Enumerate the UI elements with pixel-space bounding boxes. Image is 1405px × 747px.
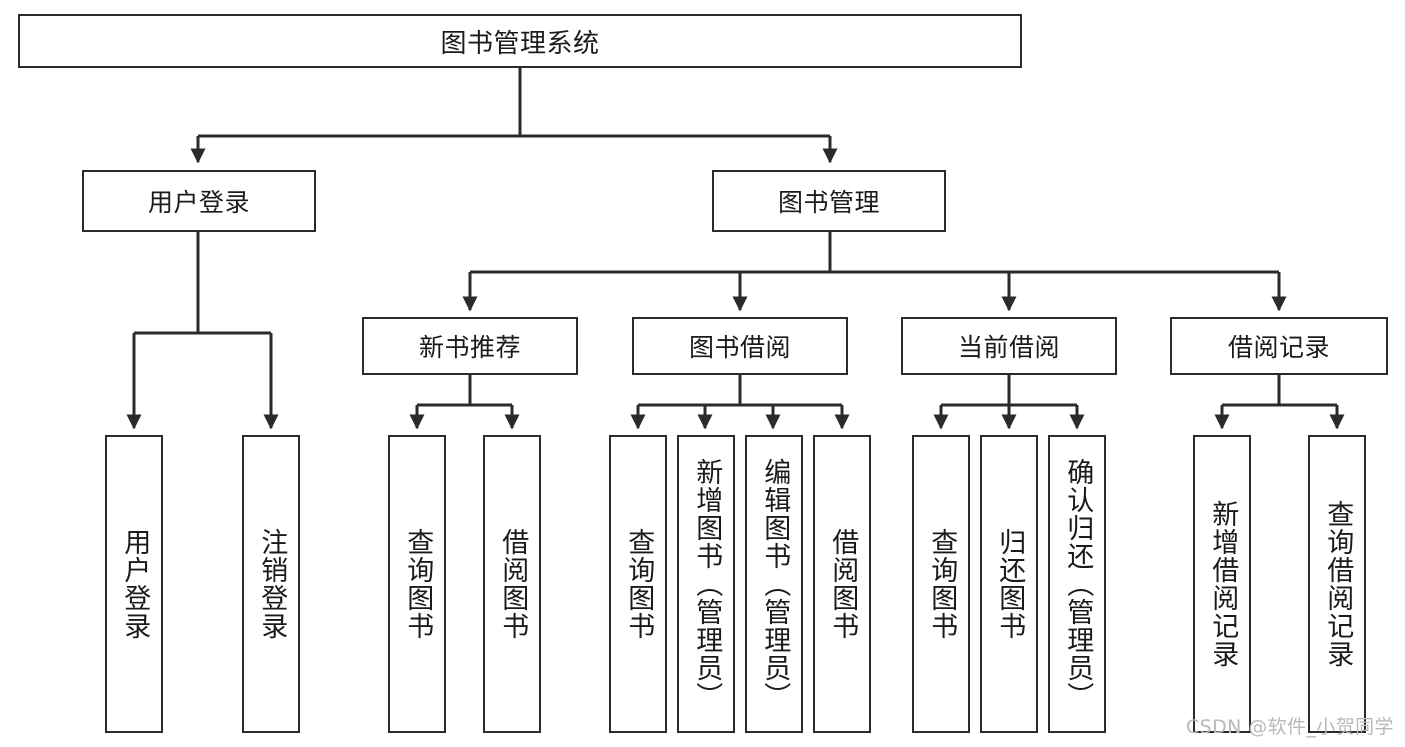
node-new-book-recommend-label: 新书推荐 <box>418 333 521 362</box>
node-root-label: 图书管理系统 <box>440 28 600 59</box>
leaf-user-login-label: 用户登录 <box>119 528 151 640</box>
leaf-add-record[interactable]: 新增借阅记录 <box>1193 435 1251 733</box>
leaf-add-record-label: 新增借阅记录 <box>1207 500 1239 668</box>
leaf-logout-label: 注销登录 <box>256 528 288 640</box>
leaf-query-book-3[interactable]: 查询图书 <box>912 435 970 733</box>
leaf-query-book-1-label: 查询图书 <box>402 528 434 640</box>
leaf-query-book-3-label: 查询图书 <box>926 528 958 640</box>
node-book-manage-label: 图书管理 <box>777 188 880 217</box>
leaf-logout[interactable]: 注销登录 <box>242 435 300 733</box>
node-borrow-record-label: 借阅记录 <box>1227 333 1330 362</box>
leaf-borrow-book-2-label: 借阅图书 <box>827 528 859 640</box>
leaf-query-record[interactable]: 查询借阅记录 <box>1308 435 1366 733</box>
leaf-borrow-book-1-label: 借阅图书 <box>497 528 529 640</box>
watermark: CSDN @软件_小贺同学 <box>1186 716 1394 738</box>
leaf-borrow-book-1[interactable]: 借阅图书 <box>483 435 541 733</box>
node-user-login-label: 用户登录 <box>147 188 250 217</box>
leaf-edit-book-label: 编辑图书（管理员） <box>759 458 791 710</box>
node-current-borrow-label: 当前借阅 <box>957 333 1060 362</box>
leaf-confirm-return-label: 确认归还（管理员） <box>1062 458 1094 710</box>
node-book-borrow-label: 图书借阅 <box>688 333 791 362</box>
leaf-query-book-2-label: 查询图书 <box>623 528 655 640</box>
leaf-query-book-2[interactable]: 查询图书 <box>609 435 667 733</box>
leaf-return-book-label: 归还图书 <box>994 528 1026 640</box>
leaf-confirm-return[interactable]: 确认归还（管理员） <box>1048 435 1106 733</box>
node-new-book-recommend[interactable]: 新书推荐 <box>362 317 578 375</box>
leaf-edit-book[interactable]: 编辑图书（管理员） <box>745 435 803 733</box>
leaf-add-book[interactable]: 新增图书（管理员） <box>677 435 735 733</box>
leaf-query-book-1[interactable]: 查询图书 <box>388 435 446 733</box>
node-root[interactable]: 图书管理系统 <box>18 14 1022 68</box>
node-current-borrow[interactable]: 当前借阅 <box>901 317 1117 375</box>
leaf-add-book-label: 新增图书（管理员） <box>691 458 723 710</box>
leaf-borrow-book-2[interactable]: 借阅图书 <box>813 435 871 733</box>
node-user-login[interactable]: 用户登录 <box>82 170 316 232</box>
leaf-query-record-label: 查询借阅记录 <box>1322 500 1354 668</box>
node-borrow-record[interactable]: 借阅记录 <box>1170 317 1388 375</box>
leaf-return-book[interactable]: 归还图书 <box>980 435 1038 733</box>
node-book-manage[interactable]: 图书管理 <box>712 170 946 232</box>
node-book-borrow[interactable]: 图书借阅 <box>632 317 848 375</box>
leaf-user-login[interactable]: 用户登录 <box>105 435 163 733</box>
